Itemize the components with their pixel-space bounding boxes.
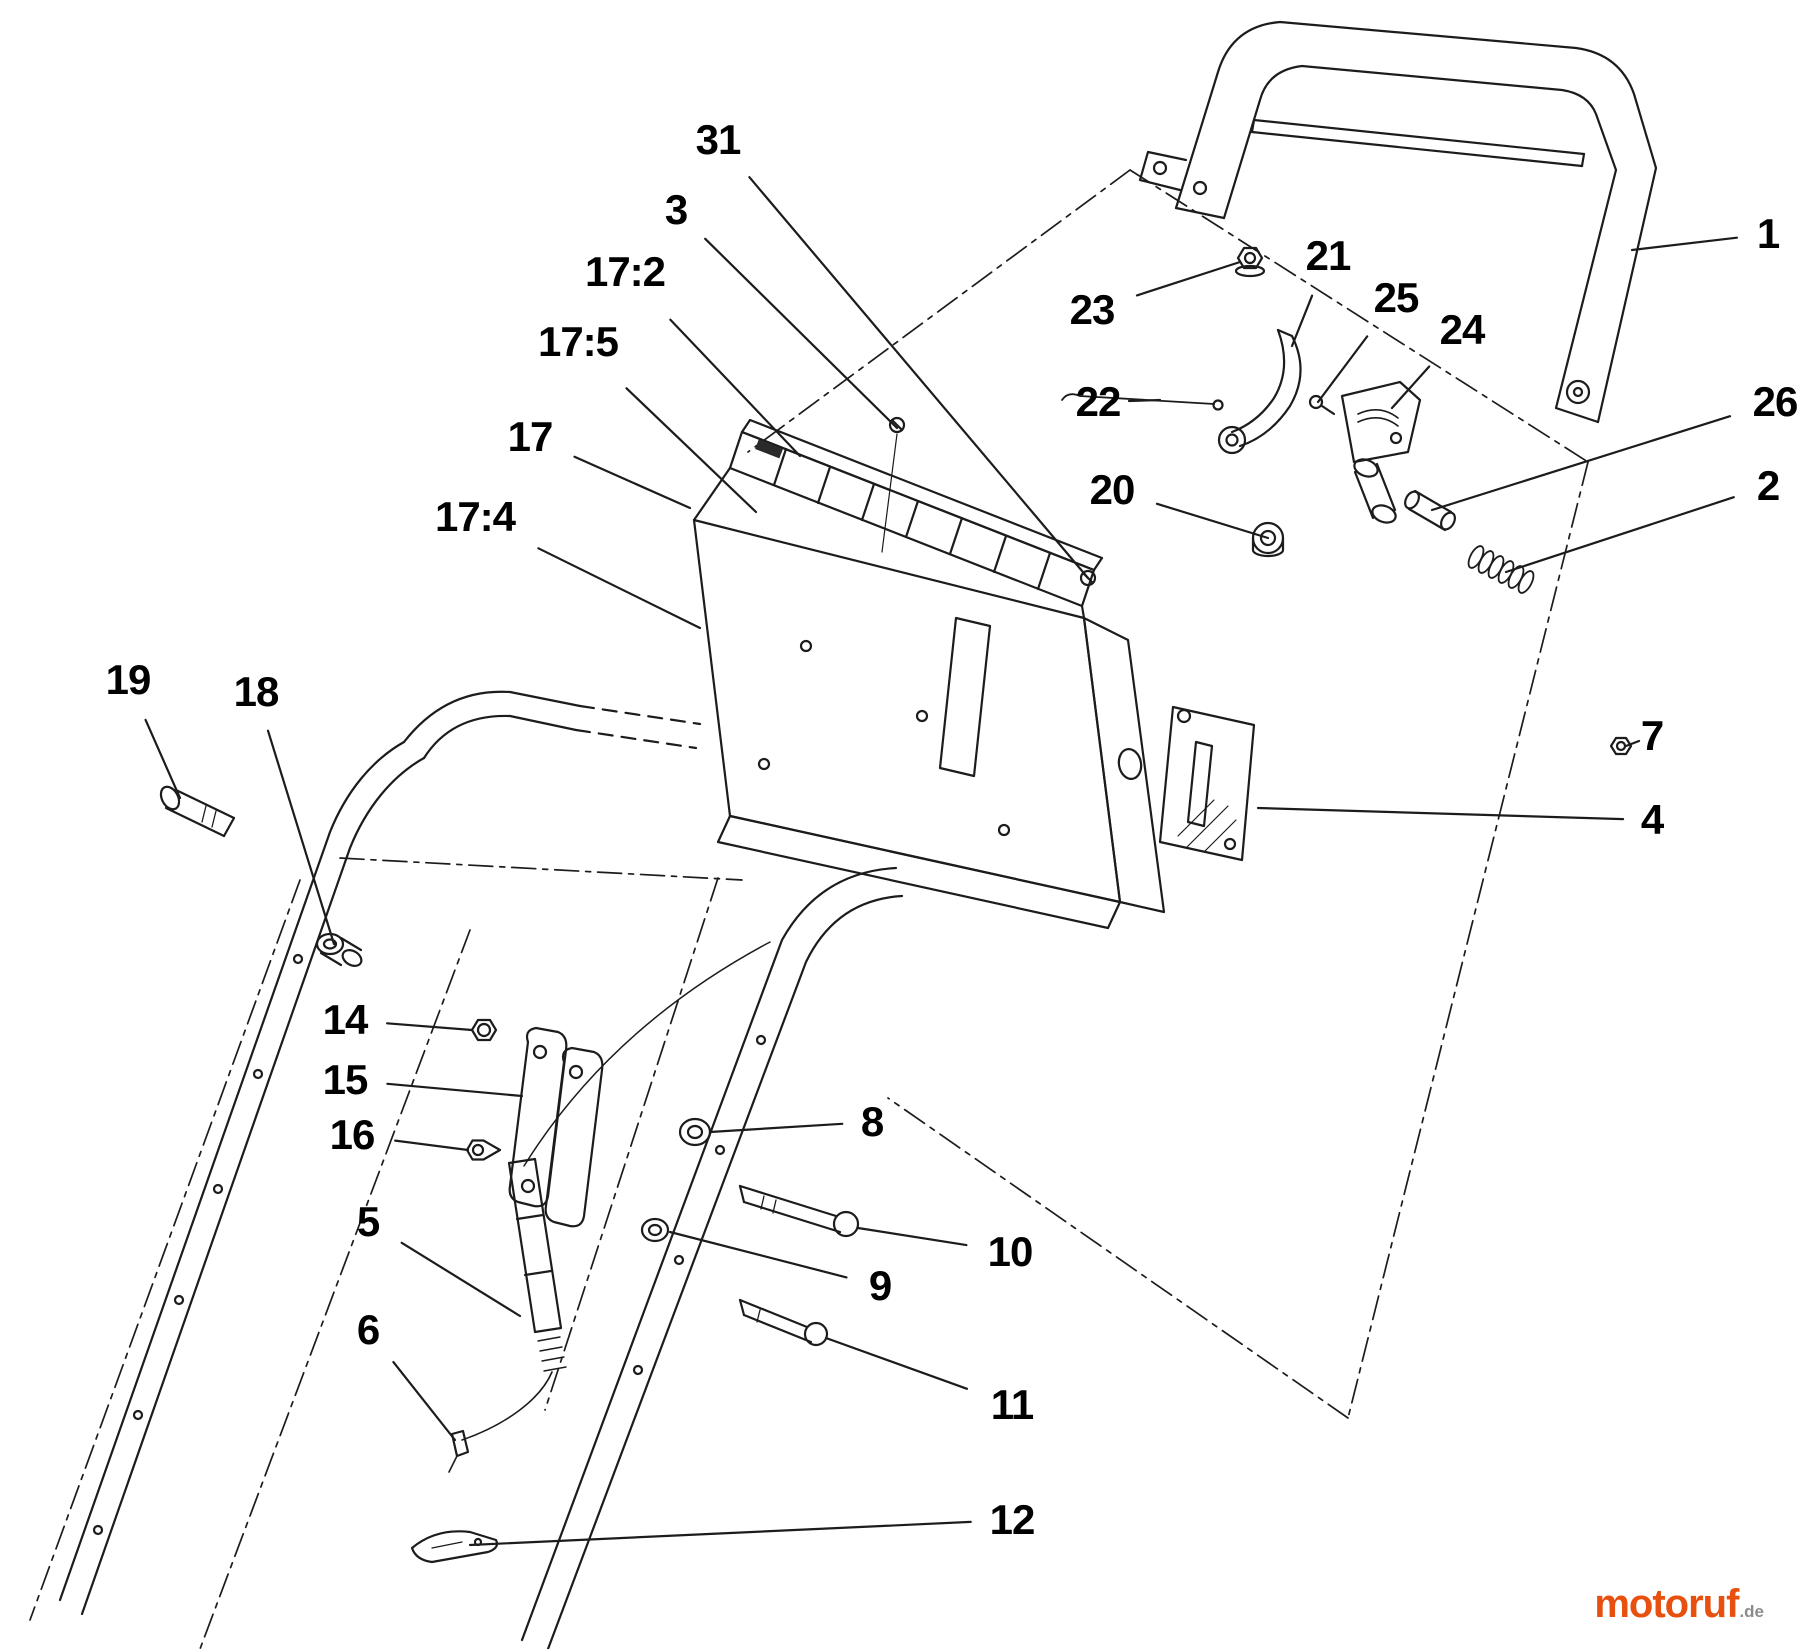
part-24-bracket (1340, 380, 1422, 524)
panel-bottom-lip (716, 814, 1122, 930)
part-5-cable-assembly (461, 941, 771, 1441)
leader-line-15 (386, 1082, 524, 1098)
part-label-16: 16 (329, 1111, 376, 1158)
part-4-control-plate (1158, 705, 1256, 862)
part-11-bolt (738, 1298, 829, 1347)
leader-line-10 (856, 1226, 968, 1247)
control-panel (692, 416, 1166, 930)
part-18-bushing (315, 932, 363, 967)
part-label-21: 21 (1305, 232, 1352, 279)
leader-line-17 (573, 455, 692, 510)
part-label-23: 23 (1069, 286, 1116, 333)
part-16-nut (465, 1139, 502, 1161)
motoruf-logo[interactable]: motoruf.de (1594, 1582, 1764, 1627)
part-label-9: 9 (868, 1262, 892, 1309)
part-label-2: 2 (1756, 462, 1780, 509)
leader-line-7 (1624, 739, 1641, 748)
part-label-4: 4 (1640, 796, 1664, 843)
part-label-17: 17 (507, 413, 554, 460)
motoruf-logo-tld: .de (1739, 1602, 1764, 1621)
leader-line-17-2 (669, 318, 802, 458)
part-label-20: 20 (1089, 466, 1136, 513)
part-label-10: 10 (987, 1228, 1034, 1275)
leader-line-5 (400, 1241, 522, 1318)
part-label-18: 18 (233, 668, 280, 715)
leader-line-26 (1430, 415, 1732, 512)
part-3-screw (881, 416, 906, 553)
part-label-26: 26 (1752, 378, 1799, 425)
part-label-31: 31 (695, 116, 742, 163)
leader-line-20 (1155, 502, 1270, 540)
leader-line-14 (386, 1022, 474, 1032)
part-label-8: 8 (860, 1098, 884, 1145)
part-label-1: 1 (1756, 210, 1780, 257)
part-21-throttle-lever (1217, 328, 1302, 455)
upper-handle (1138, 20, 1658, 424)
part-19-bolt (159, 785, 236, 838)
leader-line-18 (266, 729, 336, 946)
leader-line-9 (668, 1230, 848, 1279)
part-label-12: 12 (989, 1496, 1036, 1543)
part-6-cable-end (448, 1429, 470, 1473)
part-label-11: 11 (990, 1381, 1034, 1428)
leader-line-22 (1127, 398, 1162, 403)
leader-line-17-5 (625, 387, 758, 514)
lower-handle-left-tube (58, 690, 702, 1616)
part-9-washer (640, 1217, 670, 1243)
leader-line-23 (1135, 260, 1242, 297)
part-label-17-5: 17:5 (537, 318, 619, 365)
leader-lines (144, 176, 1739, 1547)
part-26-pin (1404, 489, 1456, 532)
leader-line-6 (392, 1360, 457, 1442)
leader-line-16 (394, 1139, 470, 1152)
leader-line-17-4 (537, 547, 702, 630)
leader-line-8 (708, 1122, 844, 1134)
part-label-3: 3 (664, 186, 688, 233)
handle-mount-tab (1138, 150, 1188, 192)
leader-line-11 (824, 1336, 969, 1390)
part-23-flange-nut (1234, 246, 1266, 278)
part-10-bolt (738, 1184, 860, 1238)
leader-line-31 (748, 176, 1090, 580)
part-8-washer (678, 1117, 712, 1147)
leader-line-12 (468, 1520, 972, 1547)
leader-line-24 (1390, 365, 1431, 410)
part-label-17-4: 17:4 (434, 493, 516, 540)
part-label-22: 22 (1075, 378, 1122, 425)
part-12-lever (410, 1530, 499, 1564)
leader-line-25 (1316, 335, 1369, 404)
leader-line-4 (1256, 806, 1625, 821)
panel-side-face (1082, 616, 1166, 914)
leader-line-3 (704, 237, 899, 430)
leader-line-2 (1504, 496, 1735, 574)
phantom-construction-lines (29, 169, 1589, 1649)
part-label-24: 24 (1439, 306, 1486, 353)
leader-line-21 (1290, 294, 1314, 348)
part-label-19: 19 (105, 656, 152, 703)
panel-lever-slot (938, 616, 992, 778)
motoruf-logo-brand: motoruf (1594, 1582, 1739, 1626)
part-20-bushing (1251, 521, 1285, 558)
panel-front-face (692, 518, 1122, 904)
leader-line-19 (144, 718, 182, 800)
part-2-spring (1467, 545, 1535, 594)
part-label-6: 6 (356, 1306, 380, 1353)
part-label-15: 15 (322, 1056, 369, 1103)
part-15-cable-bracket (508, 1026, 604, 1228)
part-label-25: 25 (1373, 274, 1420, 321)
part-label-7: 7 (1640, 712, 1664, 759)
part-label-17-2: 17:2 (584, 248, 666, 295)
part-25-screw (1308, 394, 1336, 416)
leader-line-1 (1630, 236, 1739, 252)
part-14-nut (470, 1018, 498, 1042)
part-label-5: 5 (356, 1198, 380, 1245)
panel-decal-mark (755, 439, 783, 459)
lower-handle-right-tube (520, 866, 904, 1649)
part-label-14: 14 (322, 996, 369, 1043)
